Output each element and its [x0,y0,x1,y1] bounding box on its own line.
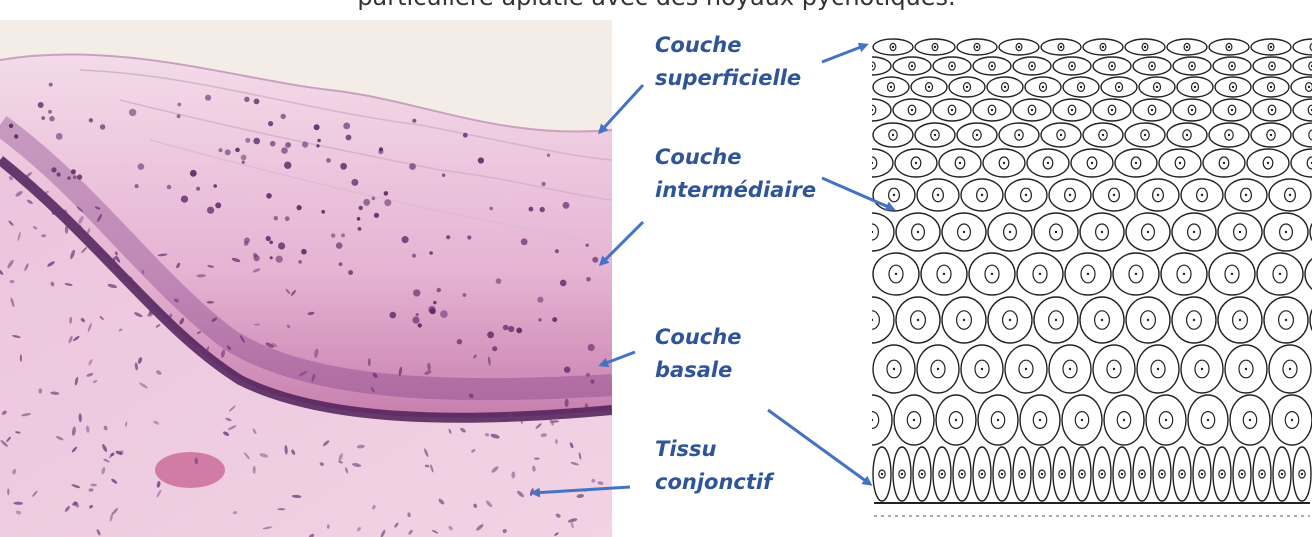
label-superficial-line1: Couche [655,29,801,62]
label-intermediate-line1: Couche [655,141,816,174]
label-intermediate-line2: intermédiaire [655,174,816,207]
epithelium-schematic-drawing [872,18,1312,537]
label-basal-layer: Couche basale [655,321,741,387]
label-intermediate-layer: Couche intermédiaire [655,141,816,207]
figure-header-text: particulière aplatie avec des noyaux pyc… [0,0,1313,11]
histology-micrograph [0,20,612,537]
label-superficial-line2: superficielle [655,62,801,95]
label-connective-tissue: Tissu conjonctif [655,433,772,499]
label-basal-line1: Couche [655,321,741,354]
arrow-superficial-drawing [822,45,866,62]
label-connective-line2: conjonctif [655,466,772,499]
label-connective-line1: Tissu [655,433,772,466]
arrow-basal-drawing [768,410,870,484]
label-superficial-layer: Couche superficielle [655,29,801,95]
label-basal-line2: basale [655,354,741,387]
